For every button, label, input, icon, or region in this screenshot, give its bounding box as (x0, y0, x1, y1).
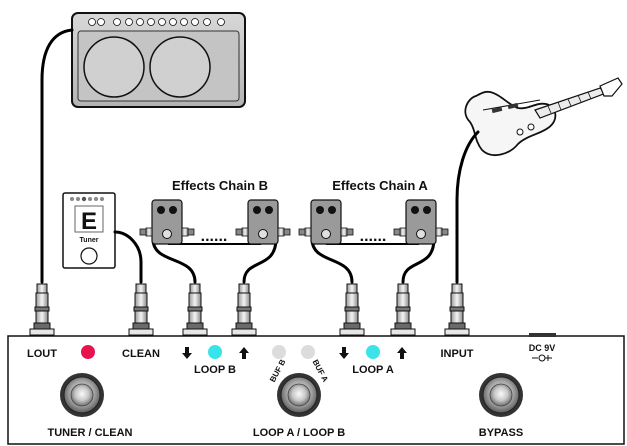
guitar-cable (455, 130, 480, 284)
guitar-icon (464, 77, 623, 157)
plug-clean (128, 283, 154, 336)
effect-pedal-b1 (139, 199, 195, 245)
bypass-footswitch[interactable] (479, 373, 523, 417)
tuner-clean-footswitch[interactable] (60, 373, 104, 417)
tuner-led (81, 345, 95, 359)
loop-a-return-cable (401, 237, 436, 284)
tuner-display: E (81, 208, 97, 235)
tuner-cable (113, 230, 143, 284)
plug-loop-b-return (231, 283, 257, 336)
loop-b-led (208, 345, 222, 359)
bypass-label: BYPASS (479, 427, 523, 439)
effect-pedal-a1 (298, 199, 354, 245)
chain-a-ellipsis: ...... (360, 228, 387, 245)
input-label: INPUT (441, 348, 474, 360)
tuner-label: Tuner (80, 237, 99, 244)
loop-a-led (366, 345, 380, 359)
effect-pedal-b2 (235, 199, 291, 245)
loop-b-label: LOOP B (194, 364, 236, 376)
plug-input (444, 283, 470, 336)
buf-b-led (272, 345, 286, 359)
buf-a-led (301, 345, 315, 359)
loop-a-send-cable (310, 237, 354, 284)
effects-chain-b-title: Effects Chain B (172, 178, 268, 193)
dc-power-label: DC 9V (529, 343, 556, 353)
clean-label: CLEAN (122, 348, 160, 360)
loop-a-label: LOOP A (352, 364, 394, 376)
loop-b-return-cable (242, 237, 278, 284)
loop-b-send-cable (151, 237, 197, 284)
chain-b-ellipsis: ...... (201, 228, 228, 245)
plug-loop-a-return (390, 283, 416, 336)
lout-label: LOUT (27, 348, 57, 360)
amp-cable (40, 28, 74, 284)
loop-ab-label: LOOP A / LOOP B (253, 427, 345, 439)
cables (40, 28, 480, 284)
tuner-device: E Tuner (62, 192, 116, 269)
plug-lout (29, 283, 55, 336)
plug-loop-a-send (339, 283, 365, 336)
dc-polarity-icon (532, 354, 552, 362)
loop-ab-footswitch[interactable] (277, 373, 321, 417)
effect-pedal-a2 (393, 199, 449, 245)
plug-loop-b-send (182, 283, 208, 336)
effects-chain-a-title: Effects Chain A (332, 178, 428, 193)
amplifier-icon (71, 12, 246, 108)
tuner-clean-label: TUNER / CLEAN (48, 427, 133, 439)
